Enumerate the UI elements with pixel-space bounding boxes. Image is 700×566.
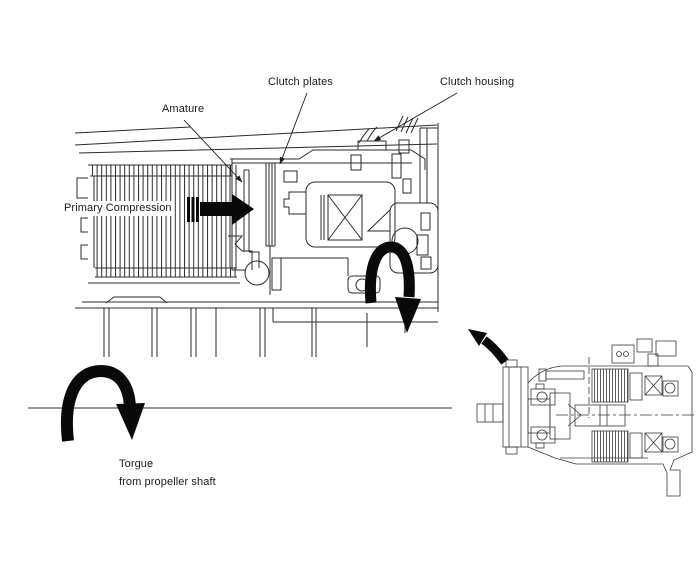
inset-compressor-drawing [476, 338, 697, 497]
main-cross-section [74, 115, 439, 357]
label-primary-compression: Primary Compression [64, 201, 174, 216]
compression-arrow-icon [187, 194, 254, 225]
clutch-plates-stack [265, 163, 282, 295]
rotation-arrow-clutch-icon [364, 241, 421, 333]
leader-amature [183, 119, 243, 183]
label-clutch-housing: Clutch housing [440, 76, 515, 88]
leader-clutch-plates [279, 92, 308, 165]
label-clutch-plates: Clutch plates [268, 76, 333, 88]
leader-lines [183, 92, 458, 183]
label-torque-from-propeller-shaft: Torgue from propeller shaft [119, 455, 216, 491]
pulley-top-lines [74, 115, 438, 154]
label-torque-line1: Torgue [119, 458, 154, 470]
label-amature: Amature [162, 103, 205, 115]
pulley-rotor-fins [76, 164, 240, 284]
coil-assembly [232, 154, 412, 276]
rotation-arrow-shaft-icon [61, 364, 145, 442]
inset-pointer-arrow-icon [468, 329, 509, 365]
shaft-hub [75, 296, 438, 357]
label-torque-line2: from propeller shaft [119, 476, 216, 488]
leader-clutch-housing [373, 92, 458, 142]
